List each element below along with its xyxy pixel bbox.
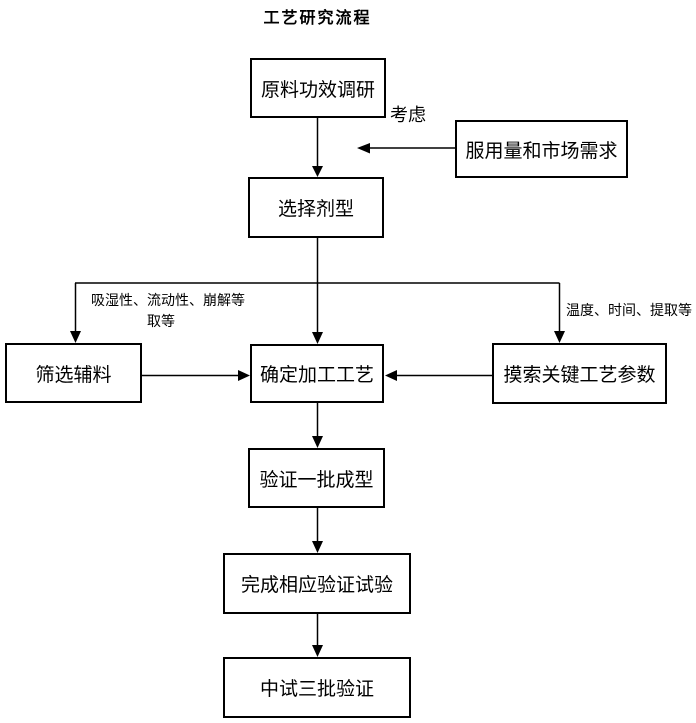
node-dosage-market-demand: 服用量和市场需求: [455, 120, 628, 178]
arrowhead-process-to-batch: [312, 436, 323, 448]
node-complete-verification-tests: 完成相应验证试验: [223, 553, 411, 614]
arrowhead-parameters-to-process: [385, 370, 397, 381]
arrowhead-batch-to-verification: [312, 541, 323, 553]
node-complete-verification-tests-label: 完成相应验证试验: [240, 575, 393, 596]
node-raw-material-research-label: 原料功效调研: [260, 79, 375, 101]
annotation-excipient-properties-line2: 取等: [147, 313, 175, 329]
node-explore-key-parameters-label: 摸索关键工艺参数: [503, 365, 656, 386]
node-verify-batch-forming: 验证一批成型: [248, 448, 385, 508]
node-select-dosage-form-label: 选择剂型: [277, 199, 354, 220]
annotation-excipient-properties-line1: 吸湿性、流动性、崩解等: [91, 292, 245, 308]
node-dosage-market-demand-label: 服用量和市场需求: [465, 140, 618, 162]
annotation-consider: 考虑: [390, 105, 426, 125]
arrowhead-raw-to-form: [312, 166, 323, 177]
node-screen-excipients: 筛选辅料: [5, 343, 142, 403]
node-select-dosage-form: 选择剂型: [248, 177, 384, 238]
node-verify-batch-forming-label: 验证一批成型: [259, 469, 374, 491]
node-screen-excipients-label: 筛选辅料: [35, 364, 112, 386]
page-title: 工艺研究流程: [263, 10, 372, 27]
arrowhead-branch-to-parameters: [554, 331, 565, 343]
node-determine-process: 确定加工工艺: [250, 344, 384, 403]
annotation-process-parameters: 温度、时间、提取等: [566, 302, 692, 318]
arrowhead-verification-to-pilot: [312, 645, 323, 657]
node-determine-process-label: 确定加工工艺: [259, 365, 374, 386]
arrowhead-dosage-consider: [357, 143, 370, 154]
node-explore-key-parameters: 摸索关键工艺参数: [492, 343, 667, 404]
node-raw-material-research: 原料功效调研: [250, 58, 386, 118]
arrowhead-branch-to-excipients: [70, 331, 81, 343]
node-pilot-three-batch-validation: 中试三批验证: [223, 657, 411, 718]
node-pilot-three-batch-validation-label: 中试三批验证: [259, 679, 374, 700]
arrowhead-branch-to-process: [312, 332, 323, 344]
arrowhead-excipients-to-process: [238, 370, 250, 381]
